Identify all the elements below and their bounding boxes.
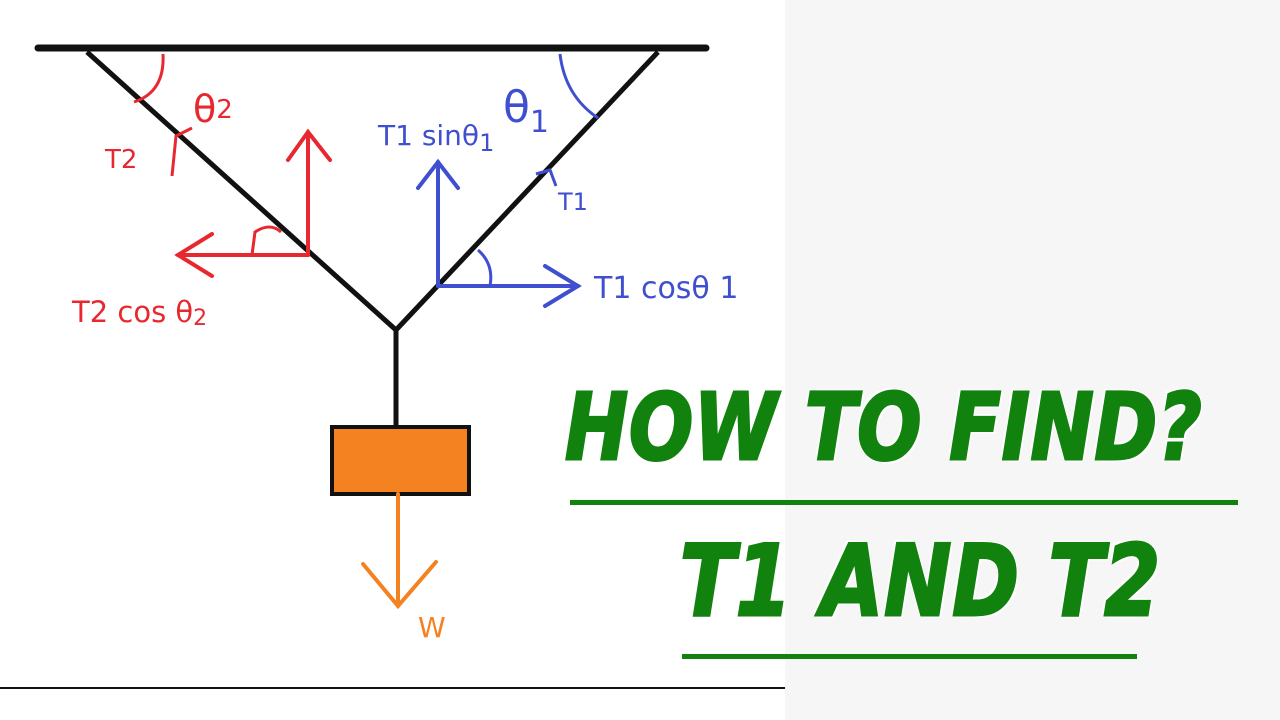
left-cable — [85, 50, 398, 332]
theta1-symbol: θ — [503, 82, 530, 133]
t1-vertical-arrow — [416, 158, 460, 288]
weight-arrow — [361, 492, 438, 610]
headline-underline-1 — [570, 500, 1238, 505]
weight-label: W — [418, 611, 446, 644]
hanging-block — [330, 425, 471, 496]
t1-sin-subscript: 1 — [479, 129, 494, 157]
theta1-subscript: 1 — [530, 105, 549, 140]
theta2-subscript: 2 — [216, 95, 233, 125]
theta1-label: θ1 — [503, 82, 549, 140]
theta2-symbol: θ — [193, 87, 216, 131]
t2-angle-arc — [250, 225, 283, 256]
t2-label: T2 — [104, 145, 137, 175]
headline-line-2: T1 AND T2 — [679, 525, 1162, 639]
theta1-angle-arc — [558, 53, 599, 120]
t1-label: T1 — [557, 188, 588, 216]
t2-cos-text: T2 cos θ — [71, 295, 193, 329]
t2-horizontal-arrow — [174, 232, 310, 278]
t1-angle-arc — [476, 248, 493, 287]
t1-sin-label: T1 sinθ1 — [377, 119, 494, 157]
theta2-angle-arc — [133, 53, 165, 104]
headline-line-1: HOW TO FIND? — [564, 374, 1203, 481]
t1-horizontal-arrow — [436, 264, 582, 308]
t2-tension-marker — [170, 126, 193, 177]
t1-cos-label: T1 cosθ 1 — [593, 271, 738, 306]
t2-vertical-arrow — [286, 128, 332, 257]
t1-sin-text: T1 sinθ — [377, 119, 479, 152]
t1-tension-marker — [535, 168, 558, 187]
theta2-label: θ2 — [193, 87, 233, 131]
headline-underline-2 — [682, 654, 1137, 659]
t2-cos-label: T2 cos θ2 — [71, 295, 207, 331]
t2-cos-subscript: 2 — [193, 306, 207, 331]
